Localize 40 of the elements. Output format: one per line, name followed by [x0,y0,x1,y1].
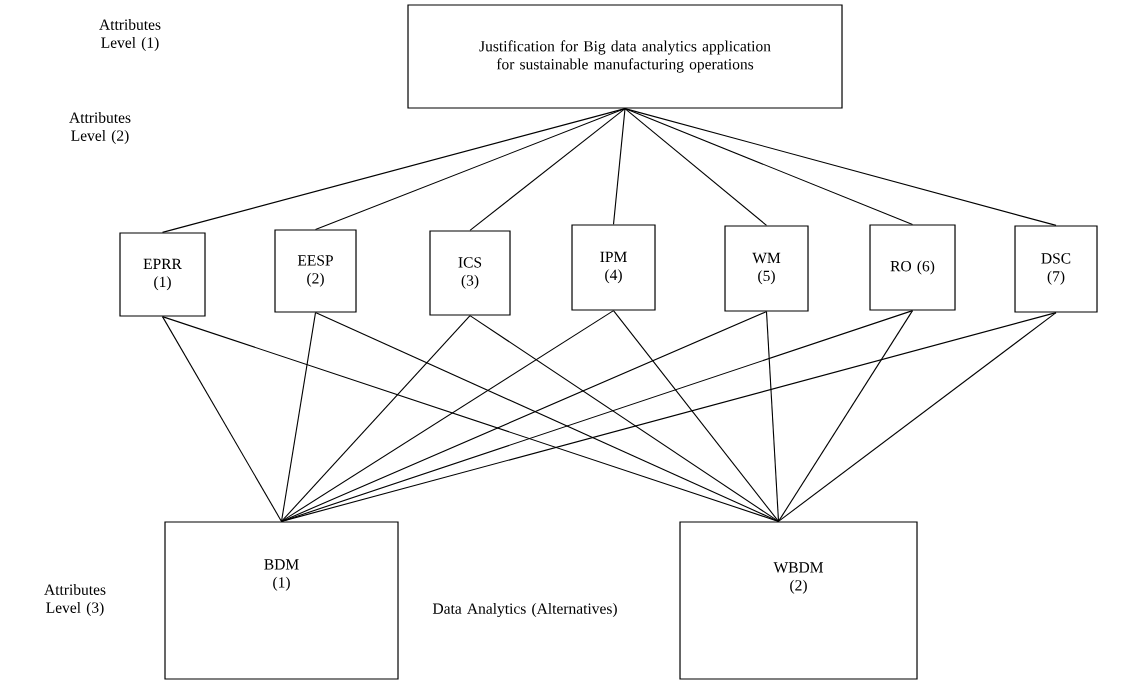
connector-line [612,108,626,225]
box [724,225,809,312]
box [869,224,956,311]
box-label: WM (5) [752,252,781,285]
connector-line [624,108,768,226]
box [119,232,206,317]
box [429,230,511,316]
connector-line [280,312,1057,522]
level-label: Attributes Level (1) [99,18,161,51]
box-label: BDM (1) [264,559,299,591]
connector-line [624,108,1057,226]
connector-line [777,312,1057,522]
connector-line [469,315,780,522]
connector-line [280,310,615,522]
connector-line [280,312,317,522]
connector-line [624,108,914,225]
level-label: Attributes Level (3) [44,584,106,617]
box-label: WBDM (2) [773,562,824,594]
box-label: EPRR (1) [143,258,182,291]
box [1014,225,1098,313]
box-label: DSC (7) [1041,253,1071,285]
box [164,521,399,680]
level-label: Data Analytics (Alternatives) [432,602,617,618]
box-label: RO (6) [890,260,935,275]
box [679,521,918,680]
connector-line [161,316,283,522]
connector-line [612,310,780,522]
level-label: Attributes Level (2) [69,111,131,144]
box-label: ICS (3) [458,257,482,289]
box-label: Justification for Big data analytics application for sustainable manufacturing operations [479,40,771,73]
box-label: EESP (2) [297,255,333,287]
connector-line [777,310,914,522]
box [407,4,843,109]
connector-line [280,315,471,522]
box-label: IPM (4) [600,251,627,284]
connector-line [469,108,626,231]
connector-line [765,311,780,522]
connector-line [314,108,626,230]
box [571,224,656,311]
box [274,229,357,313]
